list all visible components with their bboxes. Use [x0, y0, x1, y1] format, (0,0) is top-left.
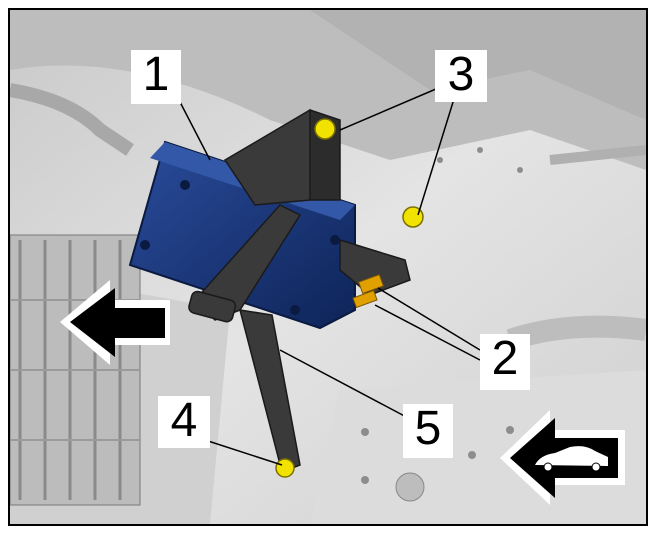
body-grommet [395, 472, 425, 502]
pipe-upper-right [549, 145, 646, 165]
bolt-lower [275, 458, 295, 478]
callout-4: 4 [158, 396, 210, 448]
car-icon [535, 446, 608, 472]
callout-1: 1 [131, 50, 181, 104]
panel-holes [361, 147, 523, 484]
illustration-frame: 1 2 3 4 5 [8, 8, 648, 526]
installation-illustration [10, 10, 646, 524]
callout-2: 2 [480, 334, 530, 390]
bolt-upper [314, 118, 336, 140]
arrow-left-icon [70, 288, 165, 357]
bolt-middle [402, 206, 424, 228]
support-strut [238, 309, 301, 474]
vehicle-direction-indicator [500, 410, 625, 505]
bolts [275, 118, 424, 478]
pipe-right [506, 315, 646, 351]
connector-clip [352, 273, 385, 309]
leader-lines [179, 85, 481, 466]
vent-grille [10, 234, 141, 506]
lower-body-panel [310, 370, 646, 524]
callout-5: 5 [403, 404, 453, 458]
pipe-left [10, 83, 134, 156]
callout-3: 3 [435, 50, 487, 102]
